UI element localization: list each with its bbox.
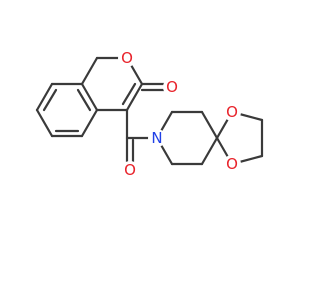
bond-layer bbox=[35, 56, 264, 172]
atom-label-amide-oxygen: O bbox=[124, 161, 136, 179]
bond bbox=[80, 82, 99, 112]
bond bbox=[80, 56, 99, 86]
atom-label-layer: O O O N O O bbox=[118, 49, 241, 179]
bond bbox=[35, 108, 54, 138]
bond bbox=[200, 136, 219, 166]
bond bbox=[35, 82, 54, 112]
atom-label-ring-oxygen: O bbox=[121, 49, 133, 67]
atom-label-lactone-oxygen: O bbox=[166, 78, 178, 96]
molecule-canvas: O O O N O O bbox=[35, 49, 264, 179]
bond bbox=[80, 108, 99, 138]
bond bbox=[125, 82, 144, 112]
molecule-structure: O O O N O O bbox=[35, 49, 264, 179]
bond bbox=[42, 88, 58, 112]
atom-label-ketal-oxygen-top: O bbox=[226, 103, 238, 121]
bond bbox=[200, 110, 219, 140]
atom-label-nitrogen: N bbox=[151, 129, 162, 147]
atom-label-ketal-oxygen-bottom: O bbox=[226, 155, 238, 173]
bond bbox=[121, 82, 137, 106]
bond bbox=[76, 88, 92, 112]
